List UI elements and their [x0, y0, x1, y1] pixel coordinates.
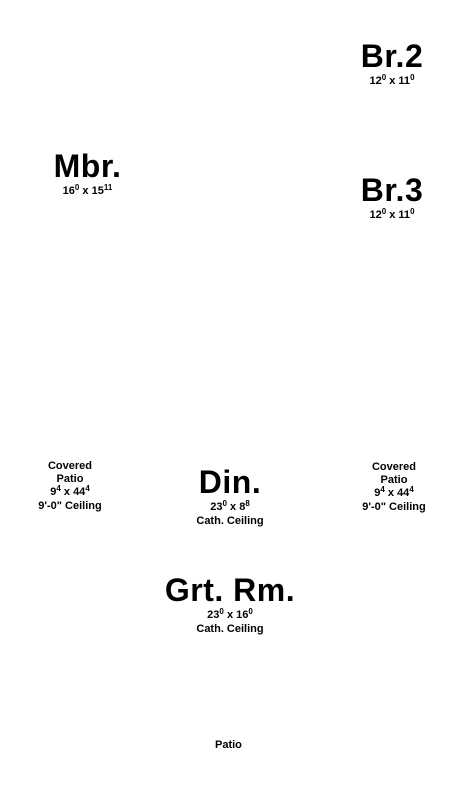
ceiling-height: 9'-0" Ceiling [362, 501, 426, 513]
covered-patio-subtitle: Patio [380, 474, 408, 486]
ceiling-type: Cath. Ceiling [196, 515, 264, 527]
ceiling-height: 9'-0" Ceiling [38, 500, 102, 512]
room-dimensions: 230 x 160 [207, 607, 253, 621]
covered-patio-title: Covered [371, 461, 417, 473]
covered-patio-dimensions: 94 x 444 [374, 485, 414, 499]
patio-label: Patio [215, 739, 242, 751]
covered-patio-right-label: Covered Patio 94 x 444 9'-0" Ceiling [344, 461, 444, 514]
room-label-grt-rm: Grt. Rm. 230 x 160 Cath. Ceiling [150, 574, 310, 636]
room-name: Din. [198, 464, 262, 500]
covered-patio-left-label: Covered Patio 94 x 444 9'-0" Ceiling [20, 460, 120, 513]
room-name: Grt. Rm. [164, 572, 296, 608]
room-dimensions: 120 x 110 [369, 207, 415, 221]
room-label-br2: Br.2 120 x 110 [352, 40, 432, 87]
room-name: Br.2 [360, 38, 424, 74]
room-label-din: Din. 230 x 88 Cath. Ceiling [180, 466, 280, 528]
room-label-br3: Br.3 120 x 110 [352, 174, 432, 221]
room-name: Br.3 [360, 172, 424, 208]
room-dimensions: 120 x 110 [369, 73, 415, 87]
room-name: Mbr. [53, 148, 122, 184]
covered-patio-subtitle: Patio [56, 473, 84, 485]
covered-patio-title: Covered [47, 460, 93, 472]
room-dimensions: 230 x 88 [210, 499, 250, 513]
room-dimensions: 160 x 1511 [62, 183, 113, 197]
covered-patio-dimensions: 94 x 444 [50, 484, 90, 498]
ceiling-type: Cath. Ceiling [196, 623, 264, 635]
room-label-mbr: Mbr. 160 x 1511 [45, 150, 130, 197]
